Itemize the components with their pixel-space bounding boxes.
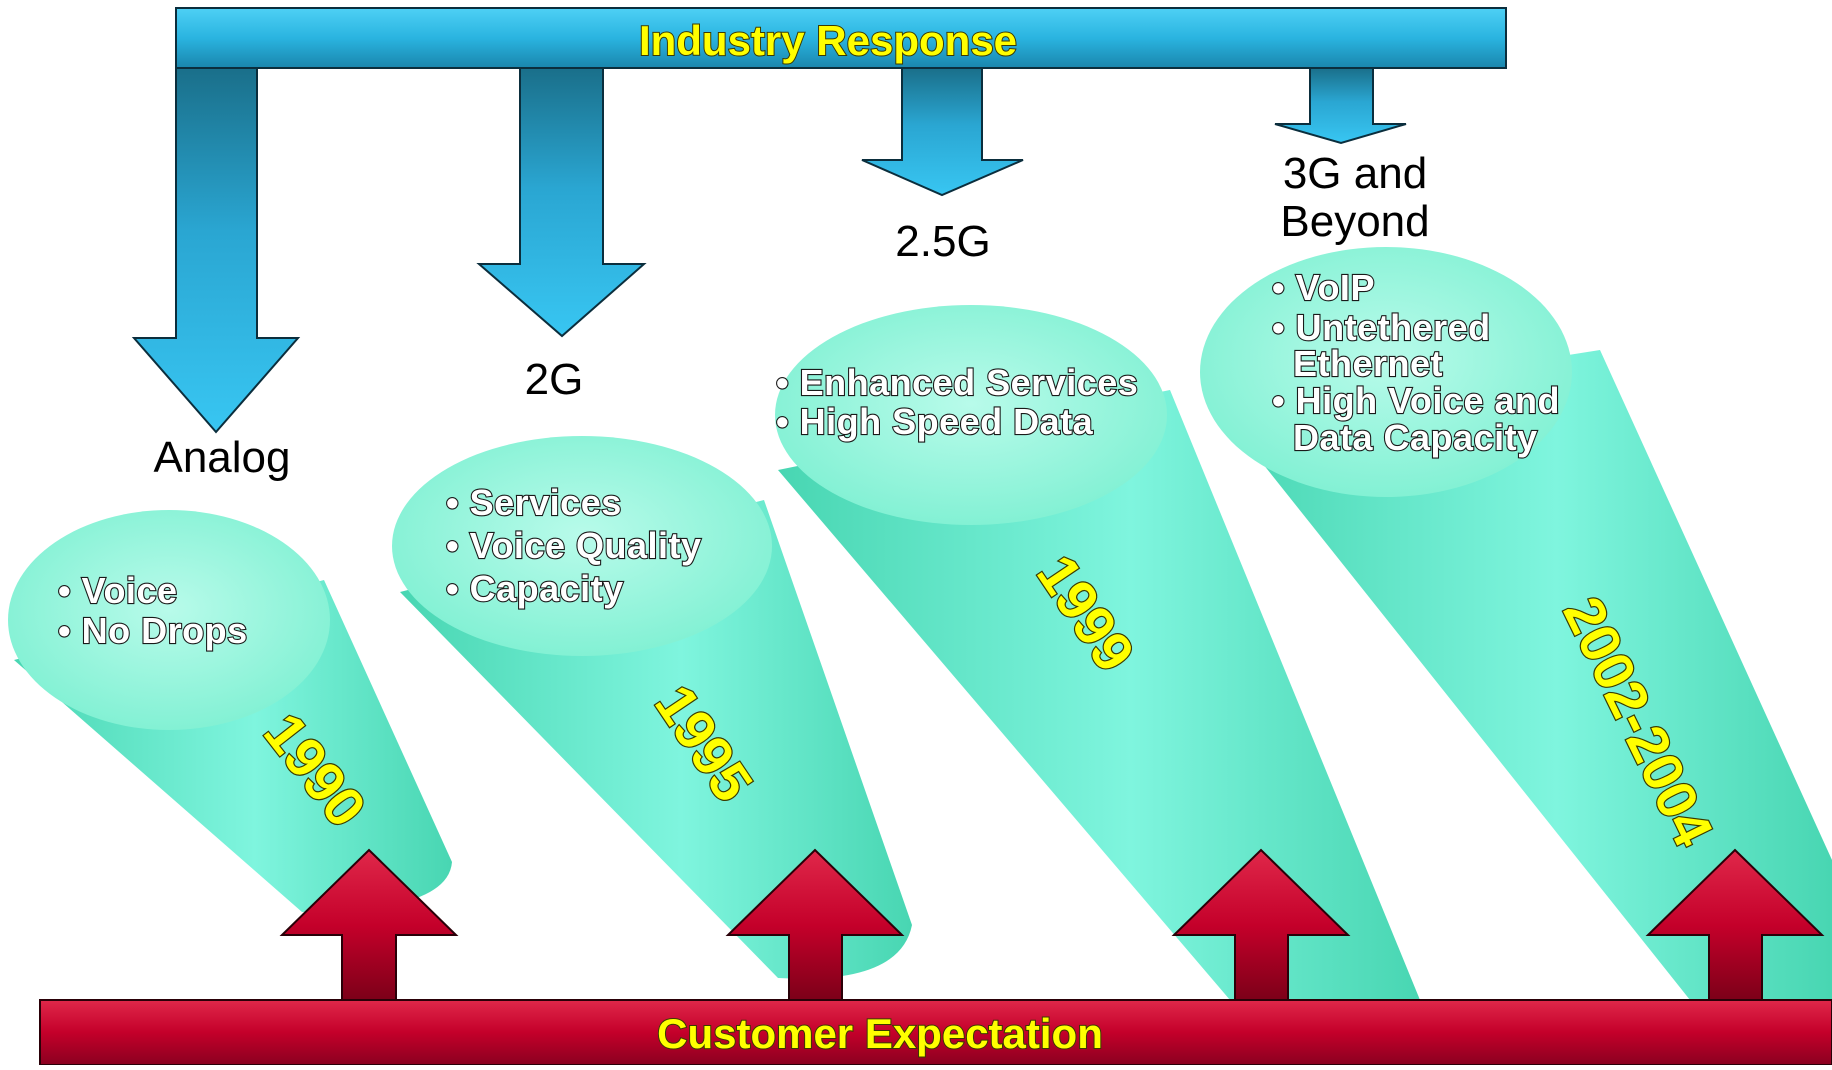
bullet-item: • Capacity bbox=[446, 568, 624, 609]
cone-1999 bbox=[775, 305, 1420, 1000]
customer-arrow-3 bbox=[1171, 848, 1351, 1003]
bullet-item: Ethernet bbox=[1272, 343, 1443, 384]
cone-1990 bbox=[8, 510, 452, 912]
3g-response-arrow bbox=[1274, 67, 1407, 145]
industry-response-bar: Industry Response bbox=[175, 7, 1507, 69]
analog-response-arrow bbox=[131, 67, 301, 434]
customer-expectation-label: Customer Expectation bbox=[657, 1010, 1103, 1057]
bullet-item: • VoIP bbox=[1272, 267, 1375, 308]
customer-arrow-4 bbox=[1645, 848, 1825, 1003]
bullet-item: • Voice bbox=[58, 570, 177, 611]
bullet-item: • Voice Quality bbox=[446, 525, 702, 566]
2g-response-arrow bbox=[476, 67, 647, 338]
generation-label-3g-line1: 3G and bbox=[1283, 149, 1427, 198]
bullet-item: • High Speed Data bbox=[776, 401, 1094, 442]
generation-label-3g-line2: Beyond bbox=[1280, 197, 1429, 246]
generation-label-2g: 2G bbox=[525, 355, 584, 404]
generation-label-2-5g: 2.5G bbox=[895, 217, 990, 266]
bullet-item: Data Capacity bbox=[1272, 417, 1538, 458]
bullet-item: • Services bbox=[446, 482, 622, 523]
cone-2002-2004 bbox=[1200, 247, 1832, 1000]
bullets-2g: • Services • Voice Quality • Capacity bbox=[445, 481, 702, 610]
customer-arrow-1 bbox=[279, 848, 459, 1003]
generation-label-analog: Analog bbox=[153, 433, 290, 482]
bullet-item: • Enhanced Services bbox=[776, 362, 1138, 403]
bullet-item: • High Voice and bbox=[1272, 380, 1560, 421]
industry-response-label: Industry Response bbox=[639, 17, 1017, 64]
customer-arrow-2 bbox=[725, 848, 905, 1003]
2-5g-response-arrow bbox=[861, 67, 1024, 197]
bullets-3g: • VoIP • Untethered Ethernet • High Voic… bbox=[1271, 266, 1561, 459]
bullet-item: • No Drops bbox=[58, 610, 248, 651]
customer-expectation-bar: Customer Expectation bbox=[39, 999, 1832, 1066]
bullet-item: • Untethered bbox=[1272, 307, 1491, 348]
bullets-analog: • Voice • No Drops bbox=[57, 569, 248, 652]
bullets-2-5g: • Enhanced Services • High Speed Data bbox=[775, 361, 1139, 443]
cone-1995 bbox=[392, 436, 912, 979]
